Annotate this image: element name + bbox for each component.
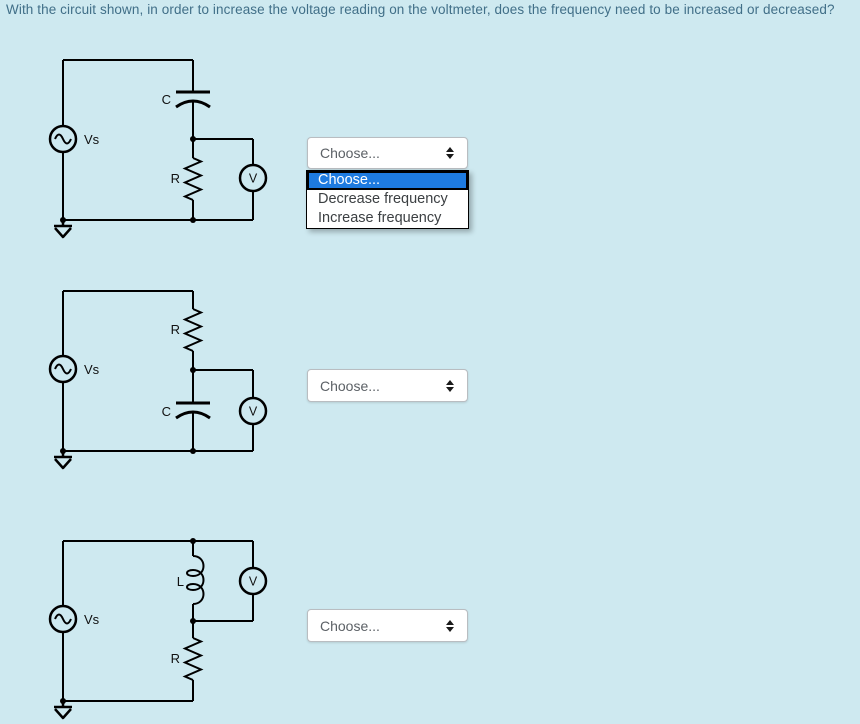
- node-dot: [60, 698, 66, 704]
- capacitor-label: C: [162, 404, 171, 419]
- voltmeter-label: V: [249, 172, 258, 186]
- circuit-2-wires: [62, 290, 254, 452]
- answer-select-3[interactable]: Choose...: [307, 609, 468, 642]
- option-increase-frequency[interactable]: Increase frequency: [318, 210, 442, 226]
- node-dot: [190, 538, 196, 544]
- ground-icon: [54, 451, 72, 470]
- node-dot: [60, 448, 66, 454]
- ac-source-icon: [48, 604, 78, 634]
- circuit-1-diagram: Vs C R V: [48, 59, 268, 239]
- voltmeter-icon: [238, 396, 268, 426]
- sine-wave-icon: [54, 363, 72, 375]
- source-label: Vs: [84, 132, 100, 147]
- resistor-icon: [182, 637, 204, 681]
- ground-icon: [54, 701, 72, 720]
- resistor-icon: [182, 157, 204, 201]
- answer-select-1[interactable]: Choose...: [307, 137, 468, 169]
- answer-select-1-options: Choose... Decrease frequency Increase fr…: [306, 170, 469, 229]
- resistor-label: R: [171, 322, 180, 337]
- voltmeter-icon: [238, 163, 268, 193]
- node-dot: [190, 618, 196, 624]
- circuit-3-diagram: Vs L R V: [48, 538, 268, 720]
- node-dot: [60, 217, 66, 223]
- node-dot: [190, 448, 196, 454]
- option-decrease-frequency[interactable]: Decrease frequency: [318, 191, 448, 207]
- resistor-icon: [182, 308, 204, 352]
- source-label: Vs: [84, 362, 100, 377]
- circuit-2-diagram: Vs R C V: [48, 290, 268, 470]
- answer-select-1-value: Choose...: [320, 145, 380, 161]
- capacitor-label: C: [162, 92, 171, 107]
- inductor-icon: [186, 555, 205, 605]
- select-spinner-icon: [446, 379, 454, 392]
- voltmeter-label: V: [249, 575, 258, 589]
- inductor-label: L: [177, 574, 184, 589]
- node-dot: [190, 217, 196, 223]
- voltmeter-icon: [238, 566, 268, 596]
- capacitor-curved-plate-icon: [175, 99, 211, 109]
- answer-select-2-value: Choose...: [320, 377, 380, 394]
- source-label: Vs: [84, 612, 100, 627]
- question-text: With the circuit shown, in order to incr…: [6, 2, 835, 17]
- capacitor-curved-plate-icon: [175, 410, 211, 420]
- sine-wave-icon: [54, 133, 72, 145]
- voltmeter-label: V: [249, 405, 258, 419]
- select-spinner-icon: [446, 619, 454, 632]
- circuit-3-wires: [62, 540, 254, 702]
- node-dot: [190, 136, 196, 142]
- sine-wave-icon: [54, 613, 72, 625]
- answer-select-2[interactable]: Choose...: [307, 369, 468, 402]
- circuit-1-wires: [62, 59, 254, 221]
- ac-source-icon: [48, 124, 78, 154]
- ac-source-icon: [48, 354, 78, 384]
- node-dot: [190, 367, 196, 373]
- ground-icon: [54, 220, 72, 239]
- resistor-label: R: [171, 171, 180, 186]
- option-choose[interactable]: Choose...: [307, 171, 468, 190]
- answer-select-3-value: Choose...: [320, 617, 380, 634]
- resistor-label: R: [171, 651, 180, 666]
- select-spinner-icon: [446, 147, 454, 159]
